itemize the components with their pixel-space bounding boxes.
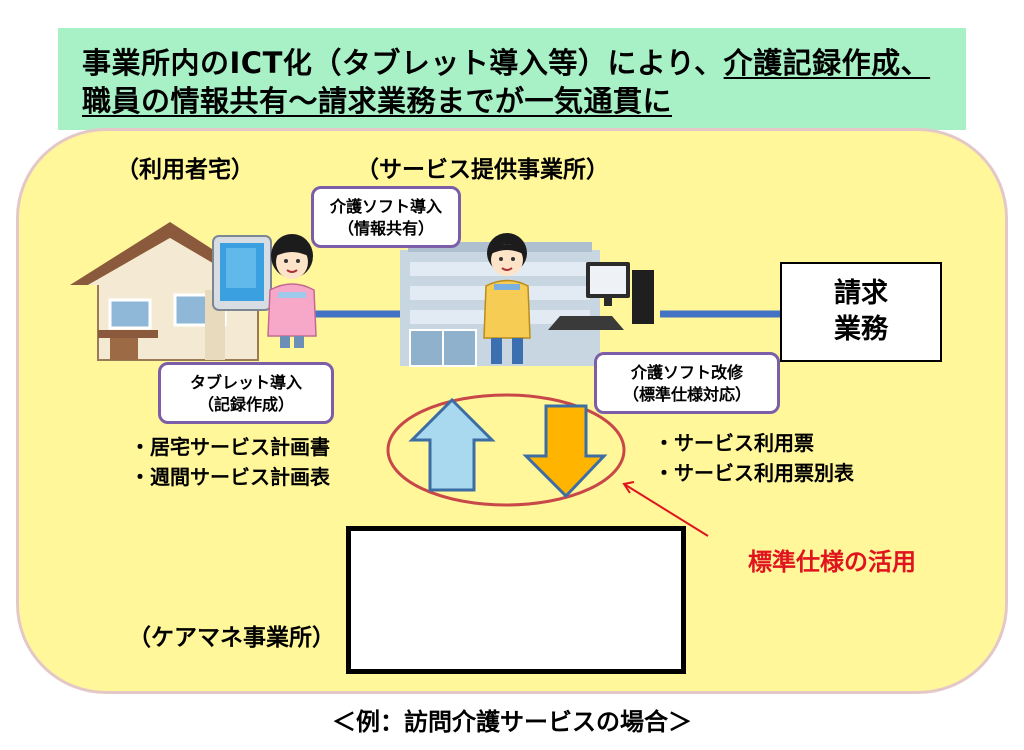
label-service-office: （サービス提供事業所） <box>356 157 609 183</box>
title-line-1: 事業所内のICT化（タブレット導入等）により、介護記録作成、 <box>82 44 966 82</box>
pointer-line <box>623 483 709 537</box>
up-arrow-icon <box>408 397 496 492</box>
office-worker-icon <box>483 233 531 364</box>
title-line-1-underlined: 介護記録作成、 <box>723 46 931 80</box>
billing-line-2: 業務 <box>834 314 888 345</box>
bubble-care-software: 介護ソフト導入 （情報共有） <box>311 186 461 248</box>
bubble-software-upgrade-line-1: 介護ソフト改修 <box>630 363 743 382</box>
title-line-1-plain: 事業所内のICT化（タブレット導入等）により、 <box>82 46 724 80</box>
billing-line-1: 請求 <box>834 278 888 309</box>
care-manager-box <box>346 526 686 674</box>
label-user-home: （利用者宅） <box>116 157 254 183</box>
left-doc-item: ・週間サービス計画表 <box>130 465 330 489</box>
right-doc-item: ・サービス利用票別表 <box>654 461 854 485</box>
caption: ＜例：訪問介護サービスの場合＞ <box>332 708 692 736</box>
title-banner: 事業所内のICT化（タブレット導入等）により、介護記録作成、 職員の情報共有～請… <box>58 28 966 130</box>
billing-box: 請求 業務 <box>780 262 942 362</box>
tablet-icon <box>212 235 272 311</box>
pointer-arrowhead <box>622 481 635 494</box>
left-documents-list: ・居宅サービス計画書 ・週間サービス計画表 <box>130 432 330 492</box>
right-doc-item: ・サービス利用票 <box>654 431 814 455</box>
bubble-tablet-line-2: （記録作成） <box>197 395 294 414</box>
house-icon <box>70 222 268 361</box>
caregiver-woman-icon <box>267 234 317 348</box>
desktop-computer-icon <box>548 262 654 330</box>
bubble-software-upgrade: 介護ソフト改修 （標準仕様対応） <box>594 352 780 414</box>
label-care-manager-office: （ケアマネ事業所） <box>128 625 335 651</box>
standard-spec-label: 標準仕様の活用 <box>748 548 916 576</box>
down-arrow-icon <box>522 404 608 499</box>
bubble-tablet: タブレット導入 （記録作成） <box>158 362 334 424</box>
bubble-care-software-line-1: 介護ソフト導入 <box>329 197 442 216</box>
bubble-care-software-line-2: （情報共有） <box>337 219 434 238</box>
right-documents-list: ・サービス利用票 ・サービス利用票別表 <box>654 428 854 488</box>
highlight-ellipse <box>386 393 626 507</box>
left-doc-item: ・居宅サービス計画書 <box>130 435 330 459</box>
bubble-software-upgrade-line-2: （標準仕様対応） <box>622 385 751 404</box>
title-line-2: 職員の情報共有～請求業務までが一気通貫に <box>82 84 673 118</box>
bubble-tablet-line-1: タブレット導入 <box>189 373 302 392</box>
